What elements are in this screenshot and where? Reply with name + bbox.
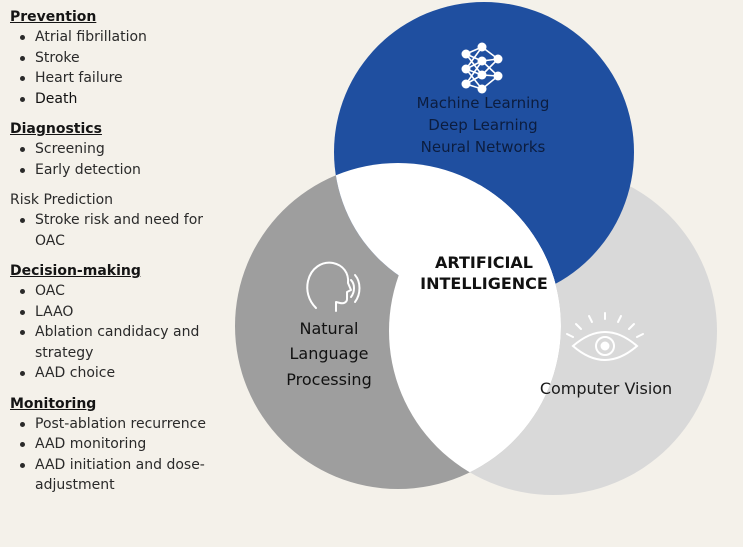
section-heading: Decision-making — [10, 263, 141, 279]
section-decision-making: Decision-making OAC LAAO Ablation candid… — [10, 261, 230, 384]
list-item: Post-ablation recurrence — [10, 414, 230, 435]
sidebar: Prevention Atrial fibrillation Stroke He… — [10, 7, 230, 506]
speaking-head-icon — [306, 261, 361, 312]
dl-label: Deep Learning — [428, 116, 537, 134]
nn-label: Neural Networks — [421, 138, 546, 156]
list-item: OAC — [10, 281, 230, 302]
nlp-label-line1: Natural — [299, 319, 358, 338]
nlp-label-line3: Processing — [286, 370, 371, 389]
section-heading: Risk Prediction — [10, 192, 114, 208]
section-list: Post-ablation recurrence AAD monitoring … — [10, 414, 230, 496]
section-risk-prediction: Risk Prediction Stroke risk and need for… — [10, 190, 230, 251]
section-diagnostics: Diagnostics Screening Early detection — [10, 119, 230, 180]
section-list: OAC LAAO Ablation candidacy and strategy… — [10, 281, 230, 384]
list-item: Heart failure — [10, 68, 230, 89]
section-list: Screening Early detection — [10, 139, 230, 180]
list-item: Death — [10, 89, 230, 110]
list-item: AAD monitoring — [10, 434, 230, 455]
section-prevention: Prevention Atrial fibrillation Stroke He… — [10, 7, 230, 109]
ml-label: Machine Learning — [417, 94, 550, 112]
cv-label: Computer Vision — [540, 379, 672, 398]
eye-icon — [566, 312, 644, 361]
list-item: Stroke — [10, 48, 230, 69]
section-heading: Diagnostics — [10, 121, 102, 137]
center-title-line1: ARTIFICIAL — [435, 253, 533, 272]
list-item: LAAO — [10, 302, 230, 323]
list-item: Stroke risk and need for OAC — [10, 210, 230, 251]
left-right-overlap — [389, 167, 561, 489]
list-item: Screening — [10, 139, 230, 160]
section-list: Stroke risk and need for OAC — [10, 210, 230, 251]
list-item: Atrial fibrillation — [10, 27, 230, 48]
list-item: Early detection — [10, 160, 230, 181]
list-item: AAD choice — [10, 363, 230, 384]
section-heading: Prevention — [10, 9, 97, 25]
neural-network-icon — [461, 42, 503, 94]
nlp-label-line2: Language — [290, 344, 369, 363]
section-list: Atrial fibrillation Stroke Heart failure… — [10, 27, 230, 109]
section-monitoring: Monitoring Post-ablation recurrence AAD … — [10, 394, 230, 496]
section-heading: Monitoring — [10, 395, 97, 412]
center-title-line2: INTELLIGENCE — [420, 274, 548, 293]
list-item: Ablation candidacy and strategy — [10, 322, 230, 363]
list-item: AAD initiation and dose-adjustment — [10, 455, 230, 496]
